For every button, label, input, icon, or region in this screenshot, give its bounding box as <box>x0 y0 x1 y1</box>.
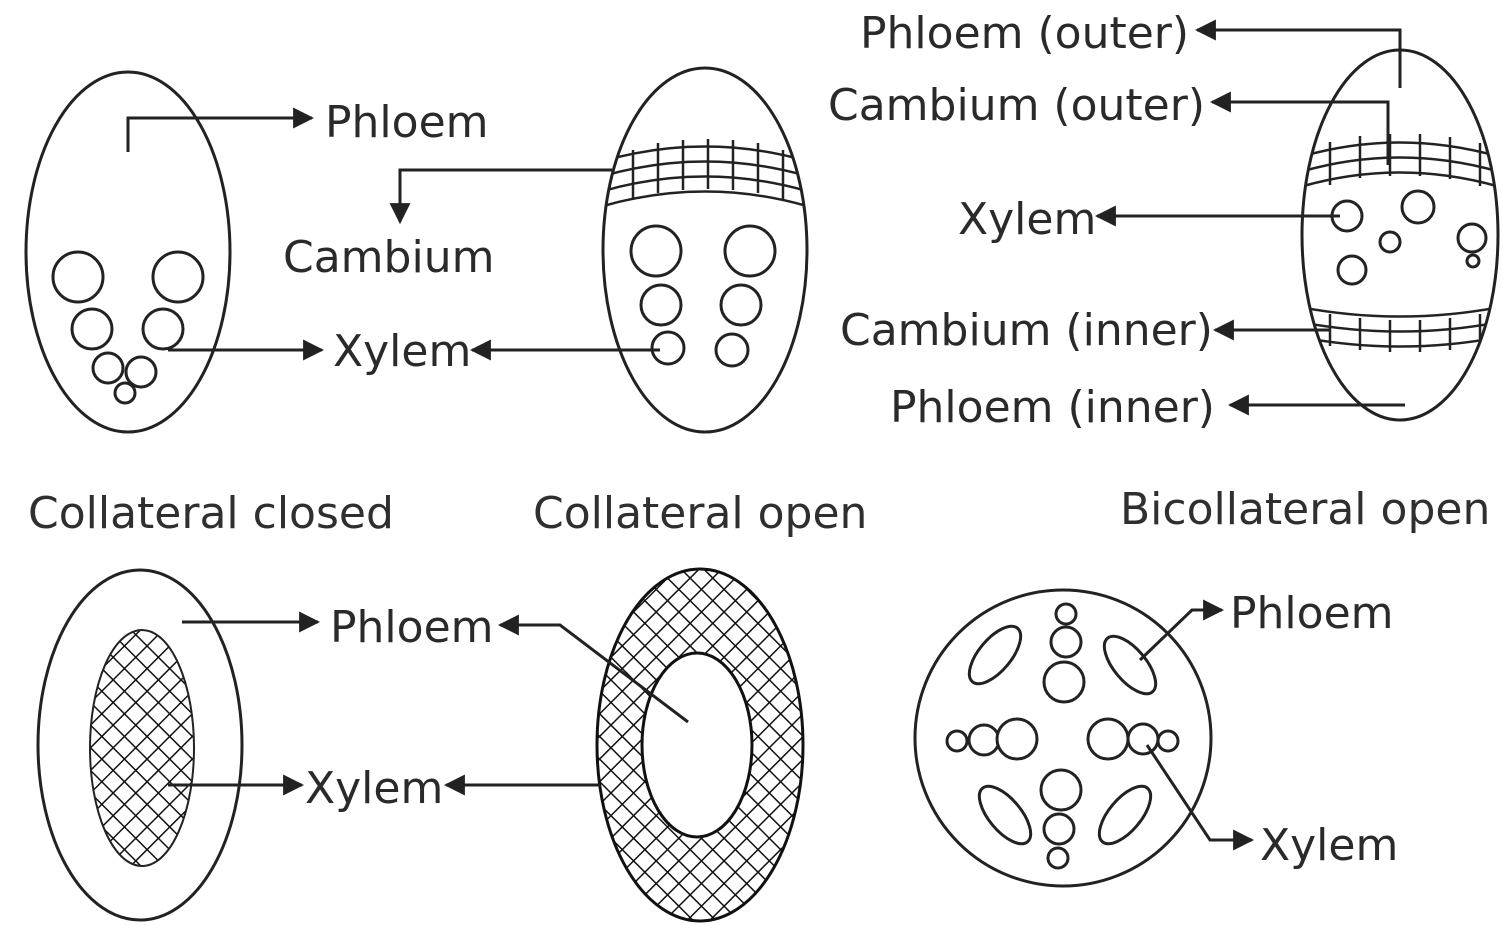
scattered-bundles-diagram <box>915 590 1252 886</box>
xylem-vessels <box>1332 191 1486 284</box>
label-xylem: Xylem <box>958 194 1096 245</box>
cambium-band <box>590 139 820 210</box>
label-xylem: Xylem <box>305 763 443 814</box>
cambium-outer-pointer <box>1212 102 1388 165</box>
collateral-closed-diagram <box>26 72 322 432</box>
hatched-bundle-diagram <box>38 570 318 920</box>
hatched-xylem-region <box>90 630 194 866</box>
label-phloem-outer: Phloem (outer) <box>860 8 1189 59</box>
ring-center <box>642 653 752 837</box>
xylem-vessels <box>53 252 203 403</box>
caption-collateral-closed: Collateral closed <box>28 488 394 539</box>
label-phloem: Phloem <box>325 97 489 148</box>
label-xylem: Xylem <box>333 326 471 377</box>
xylem-vessel-groups <box>947 604 1178 868</box>
label-phloem: Phloem <box>330 602 494 653</box>
label-xylem: Xylem <box>1260 820 1398 871</box>
captions: Collateral closed Collateral open Bicoll… <box>28 484 1490 539</box>
label-cambium-inner: Cambium (inner) <box>840 305 1213 356</box>
label-cambium: Cambium <box>283 232 494 283</box>
caption-collateral-open: Collateral open <box>533 488 867 539</box>
label-phloem: Phloem <box>1230 588 1394 639</box>
xylem-vessels <box>631 226 775 366</box>
outer-cambium-band <box>1290 134 1503 190</box>
phloem-pointer <box>1140 610 1222 660</box>
hatched-ring-diagram <box>446 569 803 921</box>
labels: Phloem Cambium Xylem Phloem (outer) Camb… <box>283 8 1398 871</box>
caption-bicollateral-open: Bicollateral open <box>1120 484 1490 535</box>
label-cambium-outer: Cambium (outer) <box>828 80 1205 131</box>
phloem-pointer <box>128 118 312 152</box>
label-phloem-inner: Phloem (inner) <box>890 382 1215 433</box>
cambium-pointer <box>400 170 612 222</box>
